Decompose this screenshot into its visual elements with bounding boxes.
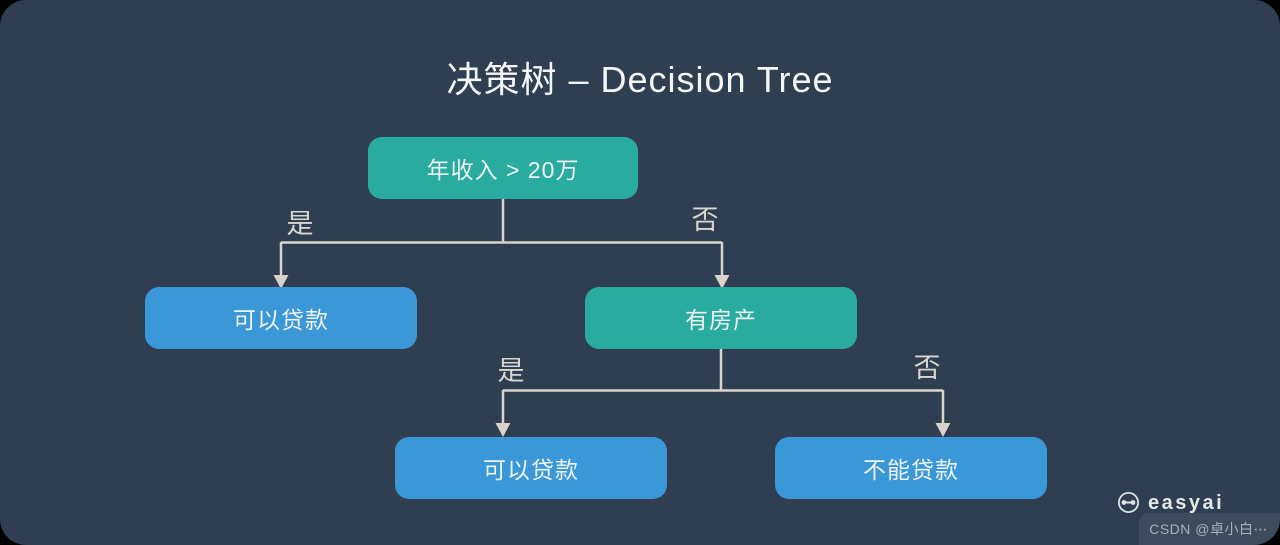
edge-label-root-yes: 是 — [286, 209, 314, 239]
node-can-loan-left: 可以贷款 — [145, 287, 417, 349]
edge-label-property-yes: 是 — [497, 356, 525, 386]
easyai-brand-label: easyai — [1148, 491, 1225, 514]
arrowhead-icon — [495, 423, 511, 437]
edge-property-branches — [501, 349, 945, 425]
edge-label-property-no: 否 — [913, 353, 941, 383]
csdn-watermark: CSDN @卓小白⋯ — [1139, 513, 1280, 545]
node-can-loan-bottom: 可以贷款 — [395, 437, 667, 499]
edge-root-branches — [279, 199, 724, 276]
edge-label-root-no: 否 — [691, 205, 719, 235]
node-root-income: 年收入 > 20万 — [368, 137, 638, 199]
node-has-property: 有房产 — [585, 287, 857, 349]
arrowhead-icon — [714, 275, 730, 289]
diagram-title: 决策树 – Decision Tree — [446, 59, 834, 100]
easyai-logo-icon — [1117, 491, 1140, 514]
csdn-credit-label: CSDN @卓小白⋯ — [1149, 521, 1268, 537]
node-cannot-loan: 不能贷款 — [775, 437, 1047, 499]
arrowhead-icon — [273, 275, 289, 289]
easyai-brand: easyai — [1117, 491, 1224, 514]
arrowhead-icon — [935, 423, 951, 437]
